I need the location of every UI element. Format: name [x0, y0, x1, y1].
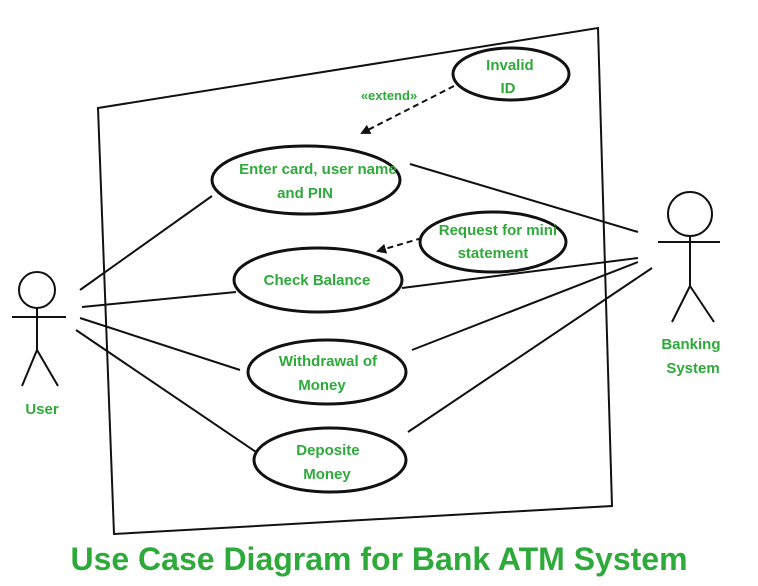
use-case-deposit-label: Deposite Money: [296, 442, 364, 483]
assoc-bank-withdrawal: [411, 261, 639, 351]
user-actor-label: User: [25, 401, 59, 418]
banking-system-actor-head: [667, 191, 713, 237]
extend-label: «extend»: [361, 88, 417, 103]
use-case-mini-statement: [418, 210, 568, 274]
assoc-user-withdrawal: [79, 317, 241, 371]
diagram-title: Use Case Diagram for Bank ATM System: [70, 541, 688, 577]
use-case-enter-card-label: Enter card, user name and PIN: [239, 161, 401, 202]
user-actor: [12, 271, 66, 387]
assoc-user-enter-card: [79, 195, 213, 291]
user-actor-head: [18, 271, 56, 309]
use-case-withdrawal-label: Withdrawal of Money: [279, 353, 381, 394]
extend-mini-statement-arrow: [376, 237, 423, 254]
use-case-withdrawal: [246, 338, 408, 406]
assoc-user-deposit: [75, 329, 257, 453]
use-case-enter-card: [210, 144, 402, 216]
assoc-bank-enter-card: [409, 163, 639, 233]
banking-system-actor-right-leg: [689, 285, 715, 323]
banking-system-actor-label: Banking System: [661, 336, 724, 377]
assoc-bank-check-balance: [401, 257, 639, 289]
banking-system-actor: [658, 191, 720, 323]
user-actor-left-leg: [21, 349, 38, 387]
user-actor-right-leg: [36, 349, 59, 387]
assoc-user-check-balance: [81, 291, 237, 308]
extend-invalid-id-arrow: [360, 85, 455, 134]
use-case-invalid-id-label: Invalid ID: [486, 57, 538, 97]
system-boundary: [96, 26, 614, 536]
use-case-deposit: [252, 426, 408, 494]
use-case-check-balance-label: Check Balance: [264, 272, 371, 289]
use-case-check-balance: [232, 246, 404, 314]
assoc-bank-deposit: [407, 267, 653, 433]
banking-system-actor-left-leg: [671, 285, 691, 323]
use-case-invalid-id: [451, 46, 571, 102]
use-case-mini-statement-label: Request for mini statement: [439, 222, 562, 262]
